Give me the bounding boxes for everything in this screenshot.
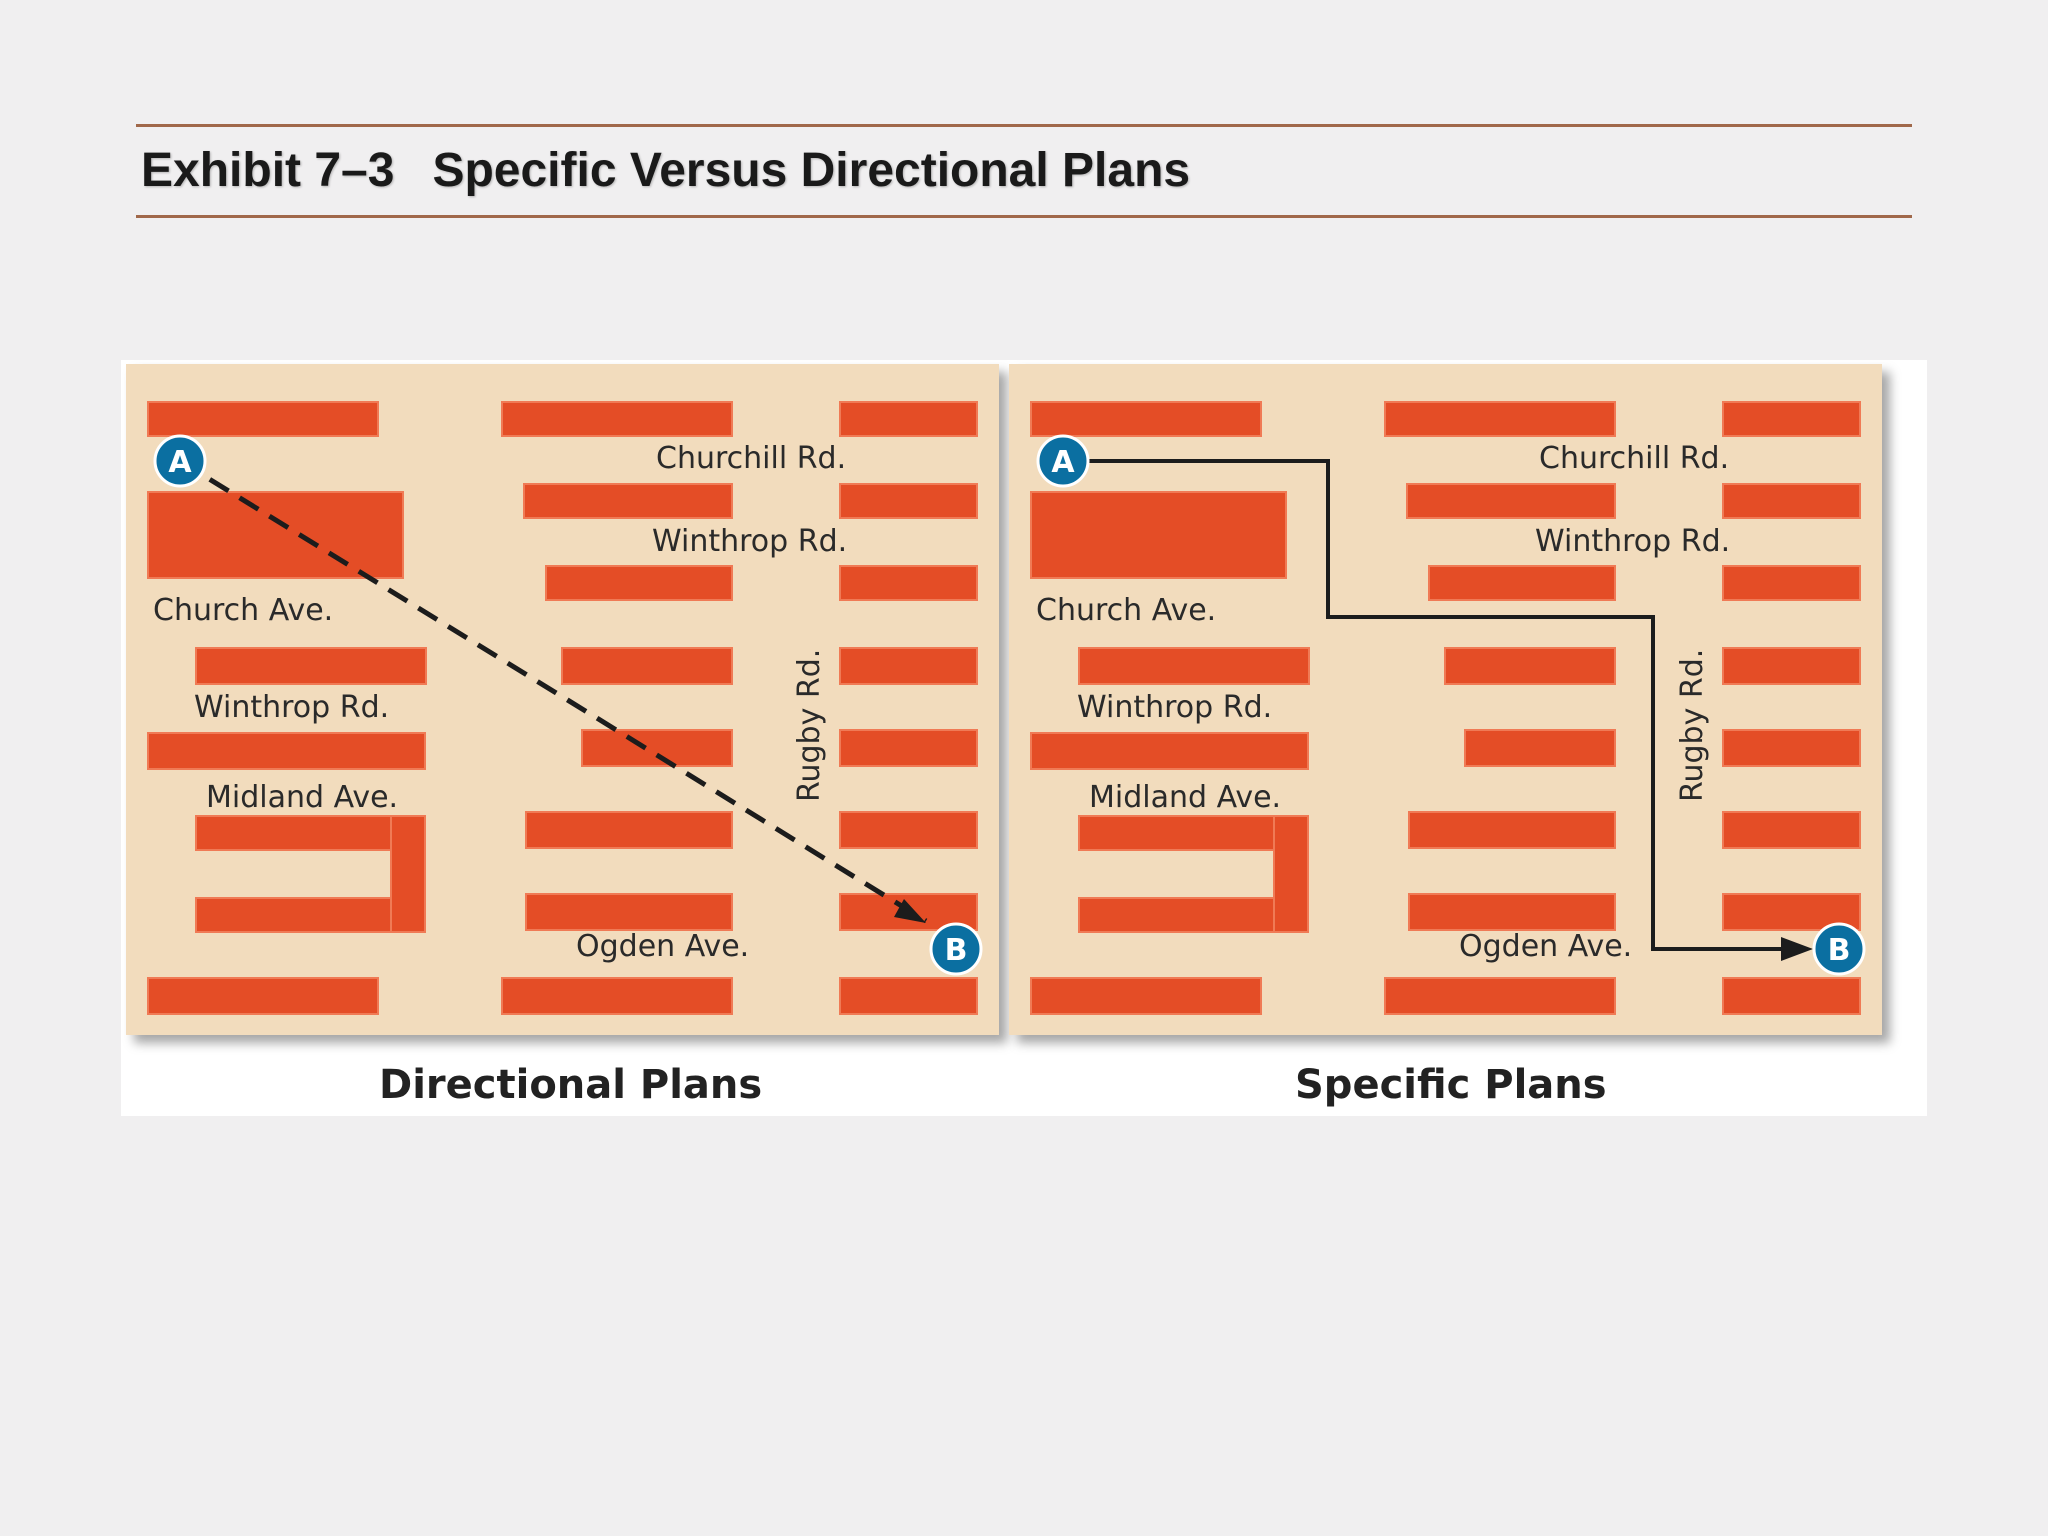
- city-block: [525, 893, 733, 931]
- city-block: [1722, 729, 1861, 767]
- city-block: [839, 647, 978, 685]
- title-rule-top: [136, 124, 1912, 127]
- city-block: [147, 491, 404, 579]
- figure-panel: Churchill Rd. Winthrop Rd. Church Ave. Wint…: [121, 360, 1927, 1116]
- route-arrowhead-icon: [1781, 937, 1813, 961]
- city-block: [839, 729, 978, 767]
- city-block: [147, 977, 379, 1015]
- city-block: [545, 565, 733, 601]
- marker-a-icon: A: [153, 434, 207, 488]
- street-label-winthrop: Winthrop Rd.: [652, 524, 847, 559]
- city-block: [1408, 893, 1616, 931]
- city-block: [147, 401, 379, 437]
- city-block: [501, 977, 733, 1015]
- street-label-ogden: Ogden Ave.: [1459, 929, 1632, 964]
- city-block: [501, 401, 733, 437]
- city-block: [195, 897, 392, 933]
- city-block: [1722, 647, 1861, 685]
- street-label-church: Church Ave.: [1036, 593, 1216, 628]
- specific-plans-caption: Specific Plans: [1295, 1062, 1607, 1108]
- city-block: [147, 732, 426, 770]
- street-label-winthrop: Winthrop Rd.: [1535, 524, 1730, 559]
- city-block: [1722, 565, 1861, 601]
- city-block: [1030, 491, 1287, 579]
- city-block: [1078, 815, 1275, 851]
- street-label-rugby: Rugby Rd.: [792, 649, 827, 802]
- city-block: [1464, 729, 1616, 767]
- city-block: [1428, 565, 1616, 601]
- city-block: [1030, 401, 1262, 437]
- city-block: [1722, 401, 1861, 437]
- city-block: [839, 977, 978, 1015]
- title-rule-bottom: [136, 215, 1912, 218]
- street-label-midland: Midland Ave.: [1089, 780, 1281, 815]
- specific-map-svg: Churchill Rd. Winthrop Rd. Church Ave. Wint…: [1030, 401, 1866, 1015]
- city-block: [525, 811, 733, 849]
- city-block: [561, 647, 733, 685]
- marker-a-icon: A: [1036, 434, 1090, 488]
- directional-plans-map: Churchill Rd. Winthrop Rd. Church Ave. Wint…: [126, 364, 999, 1035]
- marker-b-icon: B: [929, 922, 983, 976]
- city-block: [195, 815, 392, 851]
- specific-route-line: [1063, 459, 1799, 951]
- city-block: [195, 647, 427, 685]
- svg-text:A: A: [1051, 445, 1075, 480]
- city-block: [1078, 897, 1275, 933]
- city-block: [1030, 977, 1262, 1015]
- street-label-churchill: Churchill Rd.: [656, 441, 846, 476]
- route-arrowhead-icon: [894, 899, 926, 923]
- city-block: [1406, 483, 1616, 519]
- street-label-winthrop: Winthrop Rd.: [194, 690, 389, 725]
- street-label-rugby: Rugby Rd.: [1675, 649, 1710, 802]
- city-block: [1384, 977, 1616, 1015]
- street-label-ogden: Ogden Ave.: [576, 929, 749, 964]
- city-block: [1722, 483, 1861, 519]
- specific-plans-map: Churchill Rd. Winthrop Rd. Church Ave. Wint…: [1009, 364, 1882, 1035]
- city-block: [581, 729, 733, 767]
- svg-text:A: A: [168, 445, 192, 480]
- street-label-winthrop: Winthrop Rd.: [1077, 690, 1272, 725]
- directional-route-line: [178, 458, 928, 924]
- exhibit-title: Exhibit 7–3 Specific Versus Directional P…: [141, 143, 1190, 198]
- city-block: [1384, 401, 1616, 437]
- city-block: [1030, 732, 1309, 770]
- city-block: [839, 483, 978, 519]
- exhibit-number: Exhibit 7–3: [141, 144, 395, 197]
- city-block: [1722, 977, 1861, 1015]
- svg-text:B: B: [945, 933, 968, 968]
- directional-map-svg: Churchill Rd. Winthrop Rd. Church Ave. Wint…: [147, 401, 983, 1015]
- city-block: [1078, 647, 1310, 685]
- svg-text:B: B: [1828, 933, 1851, 968]
- city-block: [1722, 811, 1861, 849]
- city-block: [839, 565, 978, 601]
- city-block: [390, 815, 426, 933]
- city-block: [1408, 811, 1616, 849]
- exhibit-title-text: Specific Versus Directional Plans: [432, 144, 1191, 197]
- city-block: [839, 811, 978, 849]
- city-block: [1273, 815, 1309, 933]
- street-label-church: Church Ave.: [153, 593, 333, 628]
- city-block: [1444, 647, 1616, 685]
- directional-plans-caption: Directional Plans: [379, 1062, 763, 1108]
- street-label-churchill: Churchill Rd.: [1539, 441, 1729, 476]
- street-label-midland: Midland Ave.: [206, 780, 398, 815]
- city-block: [523, 483, 733, 519]
- marker-b-icon: B: [1812, 922, 1866, 976]
- city-block: [839, 401, 978, 437]
